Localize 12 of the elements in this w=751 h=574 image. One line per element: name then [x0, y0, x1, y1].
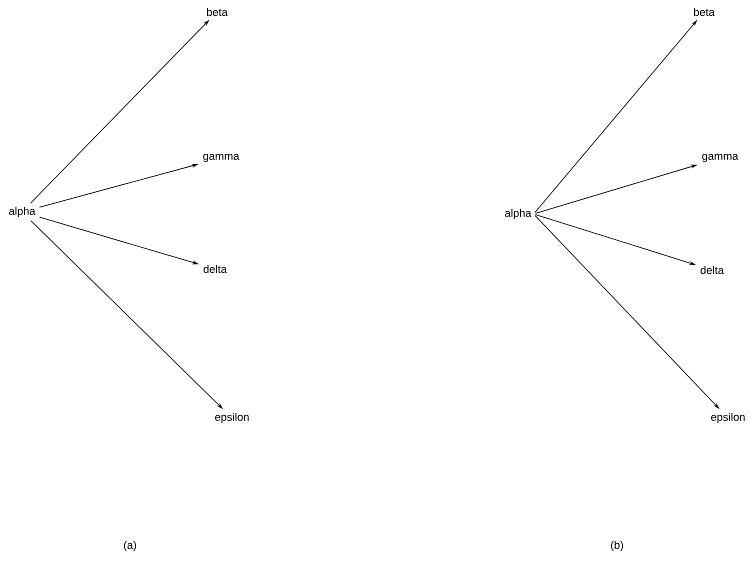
word-label: gamma	[702, 154, 738, 162]
word-label: epsilon	[711, 412, 745, 424]
word-label: beta	[207, 8, 228, 16]
word-label: delta	[204, 264, 227, 273]
word-label: alpha	[9, 206, 36, 218]
panel-label: (b)	[610, 540, 624, 552]
word-label: alpha	[505, 208, 532, 220]
word-label: epsilon	[215, 412, 249, 424]
word-label: delta	[700, 266, 724, 274]
word-label: gamma	[203, 154, 240, 162]
word-label: beta	[694, 8, 715, 16]
panel-label: (a)	[124, 540, 136, 552]
